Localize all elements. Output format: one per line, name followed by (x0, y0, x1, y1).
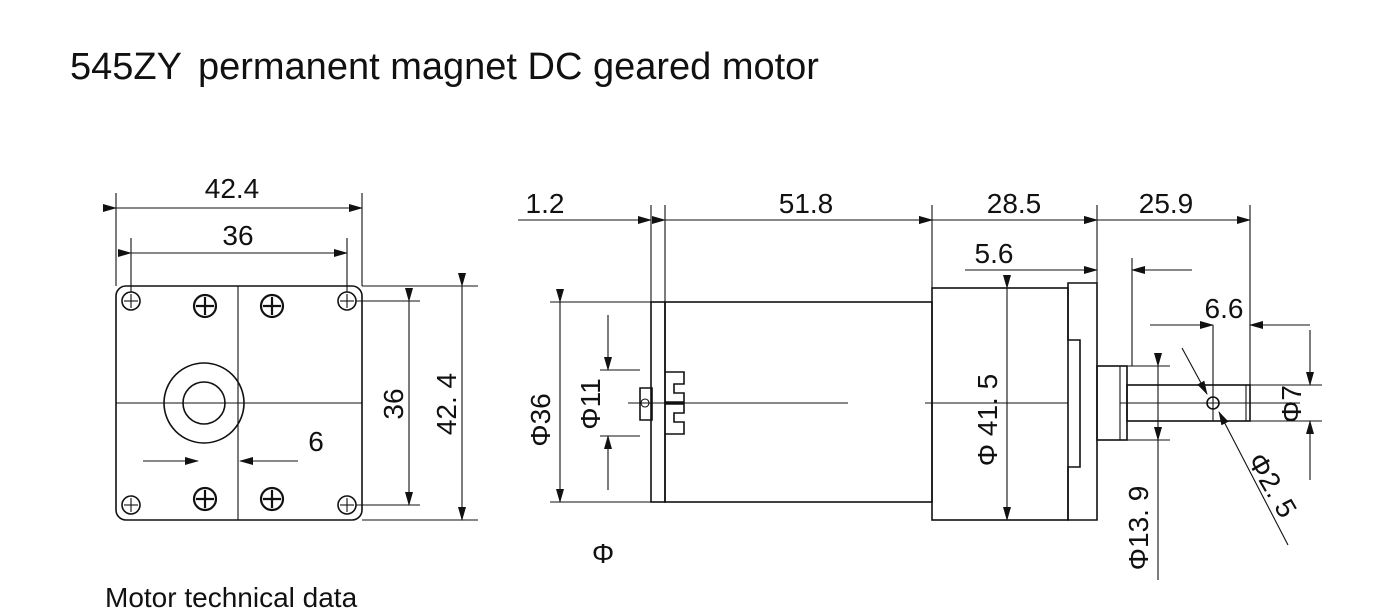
boss-diameter-label: Φ11 (575, 378, 606, 429)
technical-drawing: 42.4 36 6 36 42. 4 (103, 173, 1322, 580)
shaft-diameter-label: Φ7 (1276, 385, 1307, 423)
shaft-flat-label: 6.6 (1205, 293, 1244, 324)
hub-diameter-label: Φ13. 9 (1123, 486, 1154, 571)
bottom-caption: Motor technical data (105, 582, 358, 613)
section-caption: Φ (592, 538, 614, 569)
motor-length-label: 51.8 (779, 188, 834, 219)
motor-body (664, 301, 933, 503)
front-outer-height-label: 42. 4 (431, 373, 462, 435)
end-flange (650, 301, 666, 503)
front-width-label: 42.4 (205, 173, 260, 204)
model-number: 545ZY (70, 46, 182, 88)
output-boss (163, 362, 245, 444)
flange-thickness-label: 1.2 (526, 188, 565, 219)
motor-diameter-label: Φ36 (525, 393, 556, 446)
front-hole-spacing-label: 36 (222, 220, 253, 251)
output-shaft (182, 381, 226, 425)
gearbox-length-label: 28.5 (987, 188, 1042, 219)
collar-length-label: 5.6 (975, 238, 1014, 269)
side-view: 1.2 51.8 28.5 25.9 5.6 6.6 Φ36 Φ11 Φ 41.… (518, 188, 1322, 580)
pin-diameter-label: Φ2. 5 (1242, 448, 1303, 523)
title-text: permanent magnet DC geared motor (197, 46, 819, 88)
gearbox-cap (1067, 282, 1098, 521)
gearbox-diameter-label: Φ 41. 5 (972, 374, 1003, 466)
page-title: 545ZY permanent magnet DC geared motor (70, 46, 819, 89)
front-view: 42.4 36 6 36 42. 4 (103, 173, 478, 521)
screws (192, 293, 285, 512)
front-offset-label: 6 (308, 426, 324, 457)
front-inner-height-label: 36 (378, 388, 409, 419)
shaft-length-label: 25.9 (1139, 188, 1194, 219)
terminals (628, 371, 685, 435)
